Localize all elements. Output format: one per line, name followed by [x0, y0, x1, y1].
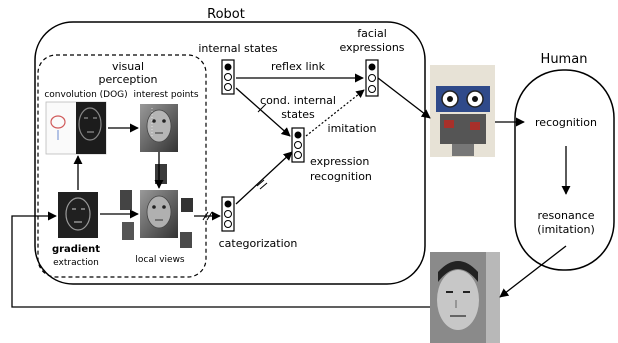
- robot-boundary: [34, 21, 426, 285]
- visual-perception-label-2: perception: [99, 73, 158, 86]
- cond-internal-states-label-2: states: [281, 108, 315, 121]
- convolution-image: [45, 101, 107, 155]
- internal-states-neurons: [221, 59, 235, 95]
- internal-states-label: internal states: [198, 42, 278, 55]
- expression-recognition-label-2: recognition: [310, 170, 372, 183]
- interest-points-label: interest points: [133, 90, 198, 100]
- local-views-label: local views: [135, 255, 185, 265]
- resonance-label-1: resonance: [537, 209, 594, 222]
- facial-expressions-label-1: facial: [357, 27, 387, 40]
- reflex-link-label: reflex link: [271, 60, 326, 73]
- feedback-loop-arrow: [11, 211, 430, 308]
- expression-recognition-label-1: expression: [310, 155, 369, 168]
- facial-expressions-label-2: expressions: [339, 41, 404, 54]
- local-views-image: [140, 190, 178, 238]
- resonance-to-face-arrow: [499, 245, 567, 298]
- cond-link-tick: [257, 103, 267, 113]
- interest-points-image: [140, 104, 178, 152]
- robot-head-photo: [430, 65, 495, 157]
- local-views-link-tick-1: [202, 211, 209, 221]
- cond-internal-states-label-1: cond. internal: [260, 94, 336, 107]
- imitation-label: imitation: [328, 122, 377, 135]
- facial-expressions-neurons: [365, 59, 379, 97]
- cond-link-arrow: [235, 87, 291, 137]
- gradient-label-1: gradient: [52, 244, 100, 255]
- robot-title: Robot: [207, 7, 245, 22]
- categorization-label: categorization: [219, 237, 298, 250]
- visual-perception-label-1: visual: [112, 60, 144, 73]
- visual-perception-box: [37, 54, 207, 278]
- human-boundary: [514, 69, 615, 271]
- gradient-label-2: extraction: [53, 258, 99, 268]
- local-views-link-tick-2: [206, 211, 213, 221]
- human-face-photo: [430, 252, 500, 343]
- human-title: Human: [541, 52, 588, 67]
- imitation-arrow: [305, 89, 365, 137]
- categorization-to-expression-arrow: [235, 151, 293, 205]
- convolution-label: convolution (DOG): [44, 90, 127, 100]
- resonance-label-2: (imitation): [537, 223, 595, 236]
- facial-expressions-to-robot-arrow: [377, 77, 431, 119]
- recognition-label: recognition: [535, 116, 597, 129]
- categorization-neurons: [221, 196, 235, 232]
- local-view-patches: [120, 164, 193, 248]
- expression-recognition-neurons: [291, 127, 305, 163]
- gradient-image: [58, 192, 98, 238]
- categorization-link-tick-2: [259, 182, 268, 190]
- categorization-link-tick-1: [256, 179, 265, 187]
